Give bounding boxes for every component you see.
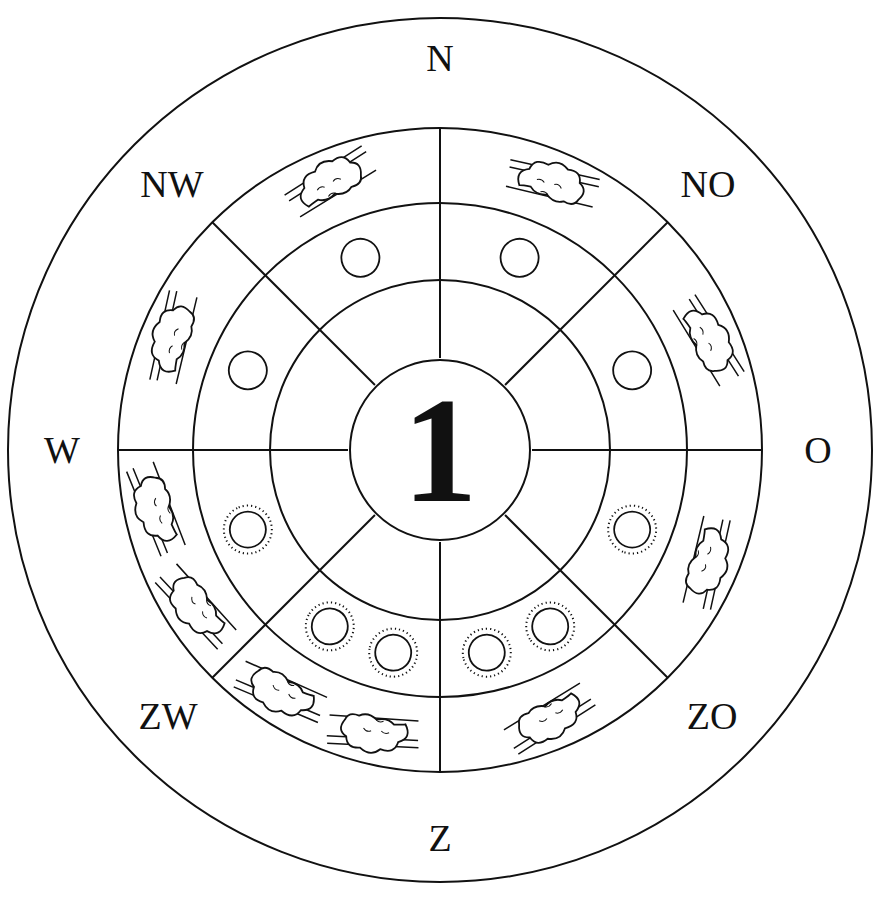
compass-direction: Z bbox=[428, 819, 451, 857]
compass-direction: ZO bbox=[687, 697, 738, 735]
compass-direction: NW bbox=[140, 165, 203, 203]
compass-direction: N bbox=[426, 39, 453, 77]
compass-direction: O bbox=[804, 431, 831, 469]
compass-direction: NO bbox=[681, 165, 736, 203]
compass-rings bbox=[8, 18, 872, 882]
compass-direction: ZW bbox=[138, 697, 197, 735]
center-number: 1 bbox=[403, 375, 478, 525]
compass-direction: W bbox=[44, 431, 80, 469]
center-circle: 1 bbox=[349, 359, 531, 541]
